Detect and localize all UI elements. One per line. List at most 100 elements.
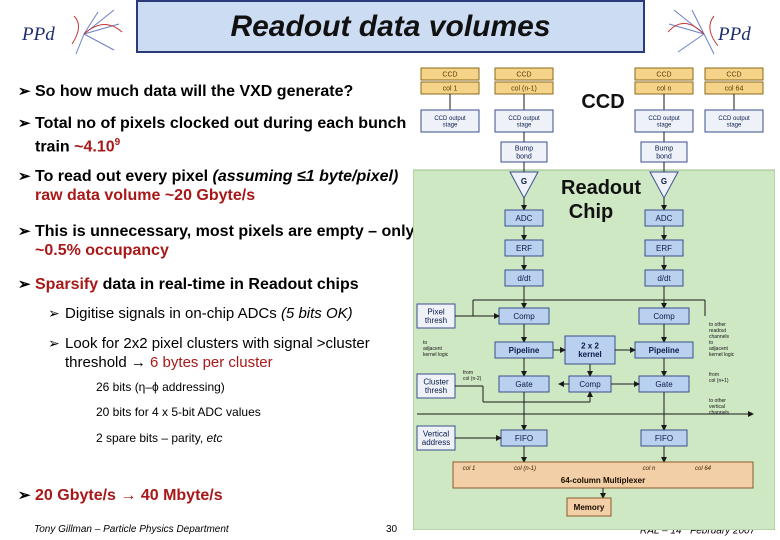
annotation-other-channels: channels bbox=[709, 334, 730, 340]
ccd-output-stage-label: stage bbox=[443, 122, 458, 128]
annotation-to-adjacent: kernel logic bbox=[423, 352, 449, 358]
ccd-output-stage-label: CCD output bbox=[434, 116, 466, 122]
ccd-output-stage-label: stage bbox=[517, 122, 532, 128]
ccd-output-stage bbox=[704, 109, 764, 133]
adc-block-label: ADC bbox=[656, 214, 673, 223]
text-run: Digitise signals in on-chip ADCs bbox=[65, 305, 281, 322]
text-run: (assuming ≤1 byte/pixel) bbox=[212, 168, 399, 185]
vertical-address-block bbox=[416, 425, 456, 451]
multiplexer-label: 64-column Multiplexer bbox=[561, 476, 645, 485]
ccd-column-label-label: col n bbox=[657, 85, 672, 92]
annotation-other-channels: kernel logic bbox=[709, 352, 735, 358]
erf-block-label: ERF bbox=[656, 244, 672, 253]
multiplexer-block bbox=[452, 461, 754, 489]
ccd-output-stage-label: stage bbox=[727, 122, 742, 128]
text-run: raw data volume ~20 Gbyte/s bbox=[35, 187, 256, 204]
amplifier-icon bbox=[509, 171, 539, 200]
pixel-thresh-block-label: Pixel bbox=[427, 307, 445, 316]
memory-block bbox=[566, 497, 612, 517]
note-adc-values: 20 bits for 4 x 5-bit ADC values bbox=[96, 405, 261, 419]
annotation-other-channels: to bbox=[709, 340, 713, 346]
logo-text-right: PPd bbox=[718, 24, 751, 45]
text-run: Sparsify bbox=[35, 276, 99, 293]
arrow-bullet-icon: ➢ bbox=[18, 487, 31, 504]
mux-col-label: col 1 bbox=[463, 466, 476, 472]
ccd-output-stage-label: CCD output bbox=[648, 116, 680, 122]
text-run: To read out every pixel bbox=[35, 168, 213, 185]
pixel-thresh-block bbox=[416, 303, 456, 329]
annotation-other-channels: readout bbox=[709, 328, 727, 334]
annotation-to-adjacent: adjacent bbox=[423, 346, 443, 352]
mux-col-label: col 64 bbox=[695, 466, 712, 472]
pixel-thresh-block-label: thresh bbox=[425, 316, 447, 325]
arrow-bullet-icon: ➢ bbox=[18, 83, 31, 100]
annotation-other-vertical: vertical bbox=[709, 404, 725, 410]
ccd-column-label-label: col (n-1) bbox=[511, 85, 537, 92]
bullet-occupancy: ➢ This is unnecessary, most pixels are e… bbox=[18, 222, 418, 260]
text-run: This is unnecessary, most pixels are emp… bbox=[35, 223, 415, 240]
page-title: Readout data volumes bbox=[230, 10, 551, 43]
ccd-output-stage-label: CCD output bbox=[508, 116, 540, 122]
amplifier-icon bbox=[649, 171, 679, 200]
text-run: (5 bits OK) bbox=[280, 305, 353, 322]
particle-tracks-icon bbox=[667, 9, 719, 55]
text-run: 26 bits (η–ϕ addressing) bbox=[96, 380, 225, 394]
gate-block-label: Gate bbox=[515, 380, 533, 389]
annotation-from-col2: from bbox=[709, 372, 719, 378]
text-run: 2 spare bits – parity, bbox=[96, 431, 207, 445]
amplifier-label: G bbox=[661, 177, 667, 186]
ccd-output-stage-label: CCD output bbox=[718, 116, 750, 122]
fifo-block-label: FIFO bbox=[655, 434, 673, 443]
title-banner: Readout data volumes bbox=[136, 0, 645, 53]
kernel-block-label: 2 x 2 bbox=[581, 341, 599, 350]
bump-bond-label: bond bbox=[516, 153, 532, 160]
bump-bond-label: Bump bbox=[655, 146, 673, 153]
cluster-thresh-block-label: Cluster bbox=[423, 377, 449, 386]
text-run: So how much data will the VXD generate? bbox=[35, 83, 354, 100]
bullet-sparsify: ➢ Sparsify data in real-time in Readout … bbox=[18, 275, 418, 294]
sub-bullet-digitise: ➢ Digitise signals in on-chip ADCs (5 bi… bbox=[48, 304, 418, 323]
mux-col-label: col (n-1) bbox=[514, 466, 536, 472]
annotation-other-channels: adjacent bbox=[709, 346, 729, 352]
ccd-column-header-label: CCD bbox=[516, 71, 531, 78]
bullet-pixel-count: ➢ Total no of pixels clocked out during … bbox=[18, 114, 418, 156]
mux-col-label: col n bbox=[643, 466, 656, 472]
text-run: ~4.10 bbox=[74, 138, 115, 156]
text-run: ~0.5% occupancy bbox=[35, 242, 169, 259]
fifo-block-label: FIFO bbox=[515, 434, 533, 443]
note-addressing: 26 bits (η–ϕ addressing) bbox=[96, 380, 225, 394]
kernel-block-label: kernel bbox=[578, 350, 602, 359]
text-run: 6 bytes per cluster bbox=[150, 354, 273, 371]
annotation-other-vertical: to other bbox=[709, 398, 726, 404]
annotation-other-channels: to other bbox=[709, 322, 726, 328]
ccd-column-header bbox=[420, 67, 480, 81]
vertical-address-block-label: Vertical bbox=[423, 429, 449, 438]
annotation-from-col2: col (n+1) bbox=[709, 378, 729, 384]
ccd-label: CCD bbox=[581, 91, 624, 113]
ccd-column-header bbox=[704, 67, 764, 81]
bump-bond-label: bond bbox=[656, 153, 672, 160]
ccd-column-header-label: CCD bbox=[656, 71, 671, 78]
bullet-raw-volume: ➢ To read out every pixel (assuming ≤1 b… bbox=[18, 167, 418, 205]
text-run: data in real-time in Readout chips bbox=[98, 276, 359, 293]
comp-block-label: Comp bbox=[653, 312, 675, 321]
memory-block-label: Memory bbox=[574, 503, 605, 512]
cluster-comp-block-label: Comp bbox=[579, 380, 601, 389]
annotation-from-col: col (n-2) bbox=[463, 376, 482, 382]
note-spare-bits: 2 spare bits – parity, etc bbox=[96, 431, 223, 445]
gate-block-label: Gate bbox=[655, 380, 673, 389]
ccd-column-header-label: CCD bbox=[442, 71, 457, 78]
vertical-address-block-label: address bbox=[422, 438, 450, 447]
bullet-data-question: ➢ So how much data will the VXD generate… bbox=[18, 82, 418, 101]
annotation-from-col: from bbox=[463, 370, 473, 376]
sub-bullet-clusters: ➢ Look for 2x2 pixel clusters with signa… bbox=[48, 334, 418, 372]
pipeline-block-label: Pipeline bbox=[509, 346, 540, 355]
logo-text-left: PPd bbox=[22, 24, 55, 45]
ccd-column-header bbox=[634, 67, 694, 81]
ddt-block-label: d/dt bbox=[517, 274, 531, 283]
arrow-bullet-icon: ➢ bbox=[48, 305, 60, 321]
adc-block-label: ADC bbox=[516, 214, 533, 223]
amplifier-label: G bbox=[521, 177, 527, 186]
text-run: etc bbox=[206, 431, 223, 445]
